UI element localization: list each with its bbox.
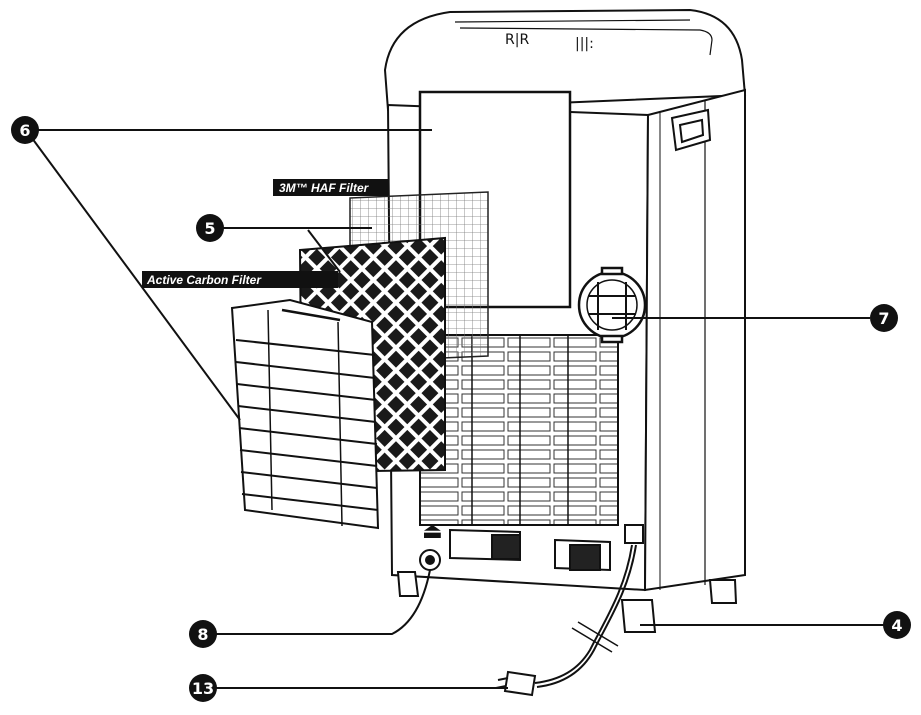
callout-7: 7	[870, 304, 898, 332]
socket-symbol: ⏏	[422, 519, 443, 544]
front-grille-panel	[230, 298, 380, 530]
svg-text:4: 4	[891, 616, 902, 635]
haf-filter-label: 3M™ HAF Filter	[279, 181, 370, 195]
rear-vent-grille	[419, 334, 619, 526]
callout-4: 4	[883, 611, 911, 639]
side-handle	[670, 108, 712, 152]
svg-text:|||:: |||:	[575, 36, 594, 52]
callout-13: 13	[189, 674, 217, 702]
leader-lines	[25, 129, 885, 689]
svg-text:R|R: R|R	[505, 32, 529, 48]
carbon-filter-label-group: Active Carbon Filter	[142, 271, 338, 288]
haf-filter-label-group: 3M™ HAF Filter	[273, 179, 388, 196]
callout-8: 8	[189, 620, 217, 648]
power-plug	[495, 670, 537, 697]
drain-blocks	[449, 524, 644, 572]
svg-text:6: 6	[19, 121, 30, 140]
svg-text:7: 7	[878, 309, 889, 328]
drain-outlet	[419, 549, 441, 571]
power-cord	[534, 544, 637, 688]
carbon-filter-label: Active Carbon Filter	[146, 273, 262, 287]
callout-6: 6	[11, 116, 39, 144]
svg-text:5: 5	[204, 219, 215, 238]
svg-text:13: 13	[192, 679, 214, 698]
svg-text:8: 8	[197, 625, 208, 644]
callout-5: 5	[196, 214, 224, 242]
